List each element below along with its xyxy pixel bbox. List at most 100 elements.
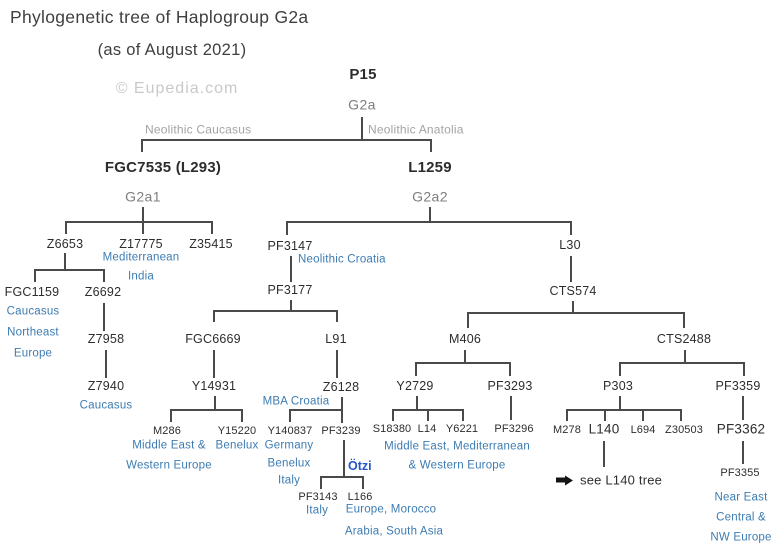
tree-node-y140837: Y140837 — [267, 424, 313, 437]
tree-line — [684, 350, 686, 363]
tree-node-y14931: Y14931 — [191, 379, 237, 394]
tree-node-cts2488: CTS2488 — [656, 332, 712, 347]
tree-line — [320, 476, 364, 478]
tree-line — [392, 409, 394, 421]
tree-node-z30503: Z30503 — [665, 423, 703, 436]
tree-line — [604, 409, 606, 421]
tree-node-s18380: S18380 — [372, 422, 412, 435]
region-label: Benelux — [267, 457, 311, 470]
tree-line — [170, 409, 172, 422]
tree-node-m286: M286 — [153, 424, 181, 437]
tree-node-pf3355: PF3355 — [720, 466, 760, 479]
tree-line — [142, 221, 144, 234]
region-label: Europe — [13, 347, 53, 360]
tree-node-pf3362: PF3362 — [716, 421, 766, 437]
tree-node-pf3293: PF3293 — [487, 379, 533, 394]
tree-line — [603, 441, 605, 467]
tree-line — [467, 312, 684, 314]
otzi-label: Ötzi — [348, 459, 372, 474]
tree-line — [619, 396, 621, 410]
tree-node-pf3359: PF3359 — [715, 379, 761, 394]
right-arrow-icon — [556, 475, 573, 485]
tree-node-g2a: G2a — [348, 96, 376, 113]
page-title: Phylogenetic tree of Haplogroup G2a — [10, 7, 309, 27]
tree-line — [642, 409, 644, 421]
tree-line — [103, 303, 105, 331]
tree-node-z35415: Z35415 — [189, 237, 233, 252]
region-label: India — [128, 270, 154, 283]
tree-line — [341, 397, 343, 423]
tree-line — [170, 409, 242, 411]
tree-line — [462, 409, 464, 421]
tree-node-pf3147: PF3147 — [267, 239, 313, 254]
tree-node-y2729: Y2729 — [396, 379, 434, 394]
tree-line — [570, 221, 572, 235]
tree-line — [213, 310, 215, 322]
tree-line — [213, 350, 215, 378]
tree-node-pf3239: PF3239 — [321, 424, 361, 437]
tree-line — [289, 409, 342, 411]
region-label: Europe, Morocco — [345, 503, 437, 516]
tree-line — [509, 362, 511, 376]
tree-node-l166: L166 — [347, 490, 373, 503]
tree-node-l30: L30 — [559, 238, 581, 253]
region-label: Neolithic Croatia — [298, 253, 386, 266]
tree-line — [211, 221, 213, 234]
tree-node-fgc1159: FGC1159 — [4, 285, 60, 300]
tree-line — [572, 301, 574, 314]
tree-node-g2a1: G2a1 — [125, 188, 161, 205]
tree-line — [320, 476, 322, 489]
tree-node-z6128: Z6128 — [322, 380, 360, 395]
region-label: & Western Europe — [408, 459, 506, 472]
region-label: MBA Croatia — [262, 395, 330, 408]
region-label: Arabia, South Asia — [344, 525, 444, 538]
tree-line — [289, 409, 291, 422]
tree-line — [213, 310, 337, 312]
tree-line — [105, 350, 107, 378]
tree-line — [742, 396, 744, 420]
tree-line — [336, 310, 338, 322]
tree-line — [64, 253, 66, 271]
tree-node-l14: L14 — [417, 422, 437, 435]
tree-line — [566, 409, 568, 421]
tree-node-pf3177: PF3177 — [267, 283, 313, 298]
tree-line — [429, 207, 431, 223]
tree-node-m406: M406 — [448, 332, 482, 347]
tree-line — [65, 221, 213, 223]
tree-line — [427, 409, 429, 421]
region-label: Near East — [714, 491, 768, 504]
tree-line — [343, 440, 345, 478]
watermark: © Eupedia.com — [115, 80, 239, 97]
region-label: Middle East & — [132, 439, 206, 452]
tree-node-pf3143: PF3143 — [298, 490, 338, 503]
tree-line — [286, 221, 288, 235]
tree-line — [683, 312, 685, 328]
tree-node-l91: L91 — [325, 332, 347, 347]
region-label: Germany — [264, 439, 314, 452]
tree-line — [743, 362, 745, 376]
tree-node-z7958: Z7958 — [87, 332, 125, 347]
tree-line — [467, 312, 469, 328]
l140-note-label: see L140 tree — [580, 472, 663, 488]
tree-node-z7940: Z7940 — [87, 379, 125, 394]
tree-line — [65, 221, 67, 234]
tree-line — [34, 269, 105, 271]
era-label: Neolithic Anatolia — [368, 122, 464, 137]
tree-line — [141, 139, 143, 152]
tree-node-l1259: L1259 — [408, 158, 452, 176]
tree-line — [336, 350, 338, 378]
tree-line — [510, 396, 512, 420]
tree-line — [103, 269, 105, 282]
tree-node-y6221: Y6221 — [445, 422, 479, 435]
region-label: Middle East, Mediterranean — [384, 440, 530, 453]
tree-node-z6653: Z6653 — [46, 237, 84, 252]
region-label: Caucasus — [6, 305, 60, 318]
tree-line — [680, 409, 682, 421]
tree-line — [241, 409, 243, 422]
region-label: NW Europe — [710, 531, 772, 544]
tree-line — [430, 139, 432, 152]
tree-node-p303: P303 — [603, 379, 633, 394]
tree-line — [416, 396, 418, 410]
tree-line — [361, 117, 363, 141]
